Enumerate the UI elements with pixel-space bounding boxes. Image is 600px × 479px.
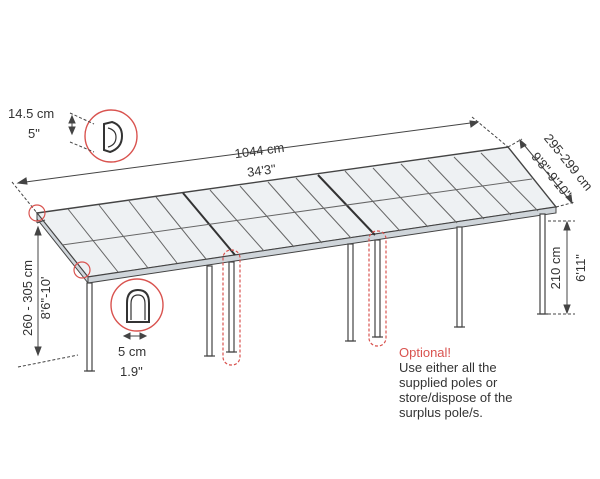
optional-note: Optional! Use either all the supplied po… bbox=[399, 345, 589, 420]
length-cm-label: 1044 cm bbox=[234, 140, 285, 161]
post bbox=[456, 226, 463, 328]
back-height-cm-label: 260 - 305 cm bbox=[20, 260, 35, 336]
back-height-ft-label: 8'6"-10' bbox=[38, 277, 53, 320]
post bbox=[86, 282, 93, 372]
post bbox=[206, 265, 213, 357]
gutter-in-label: 5" bbox=[28, 126, 40, 141]
post-dimension bbox=[122, 332, 148, 340]
front-height-ft-label: 6'11" bbox=[573, 254, 588, 282]
corner-highlights bbox=[28, 204, 91, 279]
post bbox=[228, 261, 235, 353]
gutter-cm-label: 14.5 cm bbox=[8, 106, 54, 121]
length-ft-label: 34'3" bbox=[246, 161, 277, 180]
optional-heading: Optional! bbox=[399, 345, 452, 360]
depth-dimension bbox=[507, 138, 576, 208]
post-in-label: 1.9" bbox=[120, 364, 143, 379]
post bbox=[539, 213, 546, 315]
roof-crossbar bbox=[61, 178, 533, 246]
note-line: Use either all the bbox=[399, 360, 497, 375]
post bbox=[374, 239, 381, 338]
optional-post-highlights bbox=[222, 230, 387, 366]
gutter-dimension bbox=[68, 112, 95, 153]
note-line: surplus pole/s. bbox=[399, 405, 483, 420]
front-height-dimension bbox=[548, 220, 575, 315]
front-height-cm-label: 210 cm bbox=[548, 247, 563, 290]
length-dimension bbox=[11, 116, 509, 214]
posts bbox=[86, 213, 546, 372]
post bbox=[347, 243, 354, 342]
post-cm-label: 5 cm bbox=[118, 344, 146, 359]
note-line: store/dispose of the bbox=[399, 390, 513, 405]
post-bases bbox=[84, 313, 548, 372]
back-height-dimension bbox=[17, 225, 79, 368]
note-line: supplied poles or bbox=[399, 375, 498, 390]
gutter-profile-icon bbox=[103, 120, 124, 154]
